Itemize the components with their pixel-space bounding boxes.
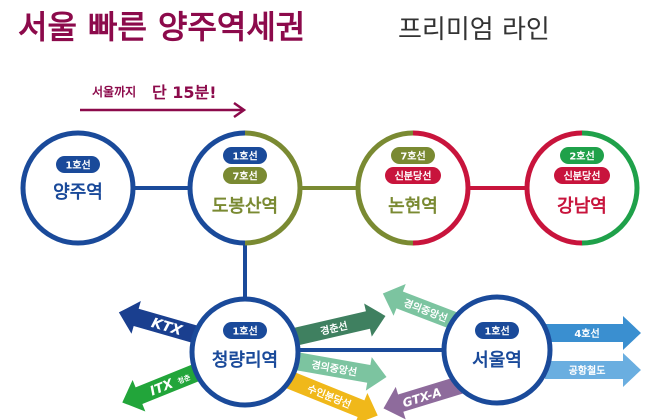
svg-text:1호선: 1호선 (65, 159, 90, 172)
svg-text:공항철도: 공항철도 (569, 364, 606, 377)
svg-text:1호선: 1호선 (232, 150, 257, 163)
title-main: 서울 빠른 양주역세권 (18, 8, 305, 46)
title-sub: 프리미엄 라인 (398, 15, 550, 45)
svg-text:신분당선: 신분당선 (395, 170, 432, 183)
station-dobongsan[interactable]: 1호선 7호선 도봉산역 (187, 130, 303, 246)
arrow-airport-railroad: 공항철도 (545, 353, 641, 387)
svg-text:7호선: 7호선 (400, 150, 425, 163)
arrow-gyeongchun: 경춘선 (287, 303, 386, 347)
station-name: 양주역 (53, 182, 103, 203)
station-cheongnyangni[interactable]: 1호선 청량리역 (189, 296, 301, 408)
svg-text:KTX: KTX (149, 315, 185, 339)
station-name: 청량리역 (212, 350, 278, 371)
station-name: 논현역 (388, 196, 438, 217)
badge-line1 (56, 156, 100, 173)
station-name: 서울역 (472, 350, 522, 371)
svg-text:1호선: 1호선 (484, 325, 509, 338)
arrow-line4: 4호선 (545, 316, 641, 350)
station-name: 강남역 (557, 196, 607, 217)
svg-text:신분당선: 신분당선 (564, 170, 601, 183)
arrow-right-icon (80, 101, 247, 119)
svg-text:2호선: 2호선 (569, 150, 594, 163)
station-yangju[interactable]: 1호선 양주역 (20, 130, 136, 246)
svg-text:1호선: 1호선 (232, 325, 257, 338)
svg-text:4호선: 4호선 (574, 327, 599, 340)
station-name: 도봉산역 (212, 196, 278, 217)
arrow-gyeongui-1: 경의중앙선 (288, 351, 387, 391)
station-seoul[interactable]: 1호선 서울역 (441, 294, 553, 406)
station-nonhyeon[interactable]: 7호선 신분당선 논현역 (355, 130, 471, 246)
tagline-emphasis: 단 15분! (152, 83, 217, 102)
svg-text:7호선: 7호선 (232, 170, 257, 183)
tagline-prefix: 서울까지 (92, 84, 136, 99)
station-gangnam[interactable]: 2호선 신분당선 강남역 (524, 130, 640, 246)
